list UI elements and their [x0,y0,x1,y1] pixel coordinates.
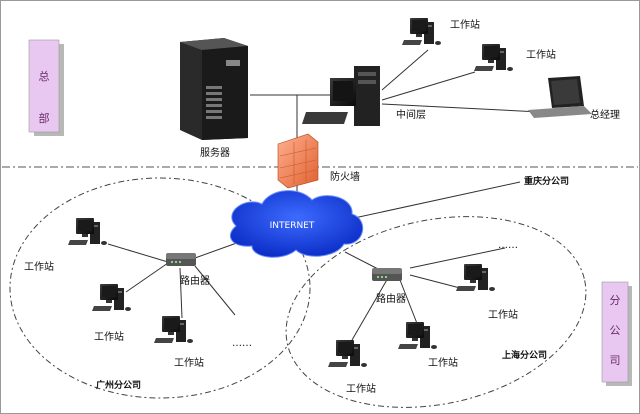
guangzhou-workstation-2-label: 工作站 [94,330,124,343]
general-manager-label: 总经理 [590,108,620,121]
guangzhou-workstation-1 [68,218,107,245]
internet-cloud [230,190,364,258]
internet-label: INTERNET [270,221,315,231]
shanghai-more-ellipsis: …… [498,240,518,251]
shanghai-workstation-3-label: 工作站 [346,382,376,395]
guangzhou-router [166,253,196,266]
hq-workstation-a-label: 工作站 [450,18,480,31]
guangzhou-workstation-3-label: 工作站 [174,356,204,369]
shanghai-branch-label: 上海分公司 [502,349,547,361]
guangzhou-router-label: 路由器 [180,274,210,287]
guangzhou-branch-boundary [9,177,311,399]
shanghai-router [372,268,402,281]
branch-label-mid: 公 [610,324,621,337]
shanghai-workstation-1-label: 工作站 [488,308,518,321]
hq-side-box: 总 部 [28,39,64,136]
connection-lines [107,49,541,341]
firewall-icon [277,133,319,189]
server-label: 服务器 [200,146,230,159]
shanghai-workstation-3 [328,340,367,367]
branch-label-top: 分 [610,294,621,307]
hq-label-bottom: 部 [39,111,50,125]
branch-label-bottom: 司 [610,354,621,367]
shanghai-router-label: 路由器 [376,292,406,305]
manager-laptop [528,76,592,118]
guangzhou-branch-label: 广州分公司 [96,379,141,391]
hq-label-top: 总 [39,69,50,83]
middle-layer-pc [302,66,380,126]
shanghai-workstation-2 [398,322,437,349]
middle-layer-label: 中间层 [396,108,426,121]
hq-workstation-b [474,44,513,71]
guangzhou-workstation-3 [154,316,193,343]
shanghai-branch-boundary [285,216,587,408]
hq-workstation-b-label: 工作站 [526,48,556,61]
guangzhou-workstation-1-label: 工作站 [24,260,54,273]
shanghai-workstation-2-label: 工作站 [428,356,458,369]
guangzhou-workstation-2 [92,284,131,311]
chongqing-branch-label: 重庆分公司 [524,175,569,187]
shanghai-workstation-1 [456,264,495,291]
hq-workstation-a [402,18,441,45]
branch-side-box: 分 公 司 [601,281,632,386]
firewall-label: 防火墙 [330,170,360,183]
server-tower [180,38,248,140]
guangzhou-more-ellipsis: …… [232,338,252,349]
